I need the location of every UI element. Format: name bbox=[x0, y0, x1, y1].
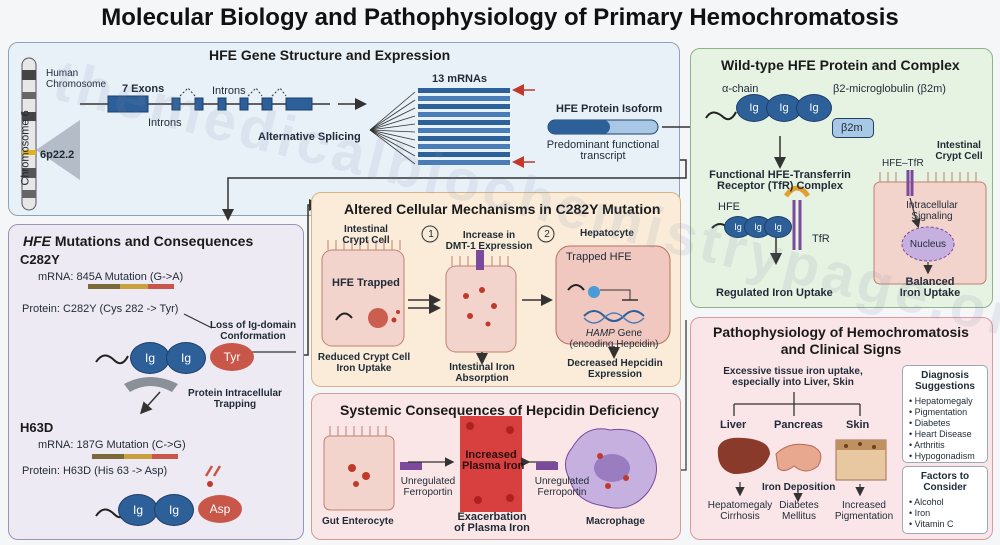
complex-label: Functional HFE-Transferrin Receptor (TfR… bbox=[709, 169, 851, 192]
introns-bottom-label: Introns bbox=[148, 117, 182, 129]
h63d-protein: Protein: H63D (His 63 -> Asp) bbox=[22, 465, 168, 477]
hepatocyte-label: Hepatocyte bbox=[580, 228, 634, 239]
factors-title: Factors to Consider bbox=[920, 471, 970, 493]
signaling-label: Intracellular Signaling bbox=[906, 200, 958, 222]
c282y-ig-2: Ig bbox=[166, 342, 206, 374]
complex-ig-3: Ig bbox=[764, 216, 792, 238]
introns-top-label: Introns bbox=[212, 85, 246, 97]
plasma-label: Increased Plasma Iron bbox=[462, 449, 525, 472]
hamp-label: HAMP Gene (encoding Hepcidin) bbox=[569, 328, 659, 350]
factor-item: • Iron bbox=[909, 508, 931, 518]
regulated-label: Regulated Iron Uptake bbox=[716, 287, 833, 299]
factor-item: • Alcohol bbox=[909, 497, 944, 507]
absorption-label: Intestinal Iron Absorption bbox=[449, 362, 515, 384]
trapped-hfe-label: Trapped HFE bbox=[566, 251, 632, 263]
b2m-long-label: β2-microglobulin (β2m) bbox=[833, 83, 946, 95]
hfe-tfr-label: HFE–TfR bbox=[882, 158, 924, 169]
tyr-domain: Tyr bbox=[210, 343, 254, 371]
balanced-label: Balanced Iron Uptake bbox=[899, 276, 961, 299]
predominant-label: Predominant functional transcript bbox=[546, 139, 660, 162]
human-chromosome-label: Human Chromosome bbox=[46, 68, 107, 90]
patho-panel-title: Pathophysiology of Hemochromatosis and C… bbox=[713, 324, 969, 357]
excess-label: Excessive tissue iron uptake, especially… bbox=[723, 366, 863, 388]
diag-item: • Hepatomegaly bbox=[909, 396, 973, 406]
isoform-label: HFE Protein Isoform bbox=[556, 103, 663, 115]
b2m-label: β2m bbox=[841, 122, 863, 134]
exacerbation-label: Exacerbation of Plasma Iron bbox=[454, 511, 530, 534]
chromosome-icon bbox=[21, 57, 80, 211]
diabetes-label: Diabetes Mellitus bbox=[779, 500, 819, 522]
hepatomegaly-label: Hepatomegaly Cirrhosis bbox=[707, 500, 773, 522]
tfr-receptor-icon bbox=[783, 185, 811, 250]
alpha-chain-label: α-chain bbox=[722, 83, 759, 95]
h63d-heading: H63D bbox=[20, 420, 54, 435]
diag-item: • Pigmentation bbox=[909, 407, 968, 417]
exons-label: 7 Exons bbox=[122, 83, 165, 95]
hfe-trapped-label: HFE Trapped bbox=[332, 277, 400, 289]
diag-item: • Arthritis bbox=[909, 440, 945, 450]
step2-badge: 2 bbox=[544, 229, 550, 240]
page-title: Molecular Biology and Pathophysiology of… bbox=[101, 4, 899, 31]
h63d-mrna: mRNA: 187G Mutation (C->G) bbox=[38, 439, 186, 451]
h63d-ig-1: Ig bbox=[118, 494, 158, 526]
liver-label: Liver bbox=[720, 419, 747, 431]
pigmentation-label: Increased Pigmentation bbox=[834, 500, 894, 522]
diag-item: • Hypogonadism bbox=[909, 451, 975, 461]
skin-label: Skin bbox=[846, 419, 870, 431]
unreg1-label: Unregulated Ferroportin bbox=[400, 476, 456, 498]
sys-panel-title: Systemic Consequences of Hepcidin Defici… bbox=[340, 402, 659, 418]
tfr-label: TfR bbox=[812, 233, 830, 245]
asp-domain: Asp bbox=[198, 495, 242, 523]
c282y-protein: Protein: C282Y (Cys 282 -> Tyr) bbox=[22, 303, 179, 315]
alt-crypt-label: Intestinal Crypt Cell bbox=[342, 224, 390, 246]
macrophage-label: Macrophage bbox=[586, 516, 645, 527]
deposition-label: Iron Deposition bbox=[762, 482, 836, 493]
trapping-label: Protein Intracellular Trapping bbox=[188, 388, 282, 410]
locus-label: 6p22.2 bbox=[40, 149, 75, 161]
diag-item: • Diabetes bbox=[909, 418, 951, 428]
diagnosis-box: Diagnosis Suggestions • Hepatomegaly • P… bbox=[902, 365, 988, 463]
factors-box: Factors to Consider • Alcohol • Iron • V… bbox=[902, 466, 988, 534]
crypt-cell-label: Intestinal Crypt Cell bbox=[935, 140, 983, 162]
diag-title: Diagnosis Suggestions bbox=[914, 370, 975, 392]
wt-panel-title: Wild-type HFE Protein and Complex bbox=[721, 57, 960, 73]
mut-panel-title: HFE Mutations and Consequences bbox=[23, 233, 254, 249]
reduced-label: Reduced Crypt Cell Iron Uptake bbox=[317, 352, 411, 374]
loss-label: Loss of Ig-domain Conformation bbox=[209, 320, 297, 342]
hfe-label: HFE bbox=[718, 201, 740, 213]
ig-domain-3: Ig bbox=[796, 94, 832, 122]
unreg2-label: Unregulated Ferroportin bbox=[534, 476, 590, 498]
gut-label: Gut Enterocyte bbox=[322, 516, 394, 527]
mrnas-label: 13 mRNAs bbox=[432, 73, 488, 85]
factor-item: • Vitamin C bbox=[909, 519, 954, 529]
b2m-box: β2m bbox=[832, 118, 874, 138]
c282y-heading: C282Y bbox=[20, 252, 60, 267]
c282y-mrna: mRNA: 845A Mutation (G->A) bbox=[38, 271, 184, 283]
alt-panel-title: Altered Cellular Mechanisms in C282Y Mut… bbox=[344, 201, 661, 217]
diag-item: • Heart Disease bbox=[909, 429, 972, 439]
dmt-label: Increase in DMT-1 Expression bbox=[445, 230, 533, 252]
gene-panel-title: HFE Gene Structure and Expression bbox=[209, 47, 451, 63]
pancreas-label: Pancreas bbox=[774, 419, 823, 431]
h63d-ig-2: Ig bbox=[154, 494, 194, 526]
nucleus-label: Nucleus bbox=[909, 239, 947, 250]
c282y-ig-1: Ig bbox=[130, 342, 170, 374]
step1-badge: 1 bbox=[428, 229, 434, 240]
alt-splicing-label: Alternative Splicing bbox=[258, 131, 361, 143]
decreased-label: Decreased Hepcidin Expression bbox=[567, 358, 663, 380]
